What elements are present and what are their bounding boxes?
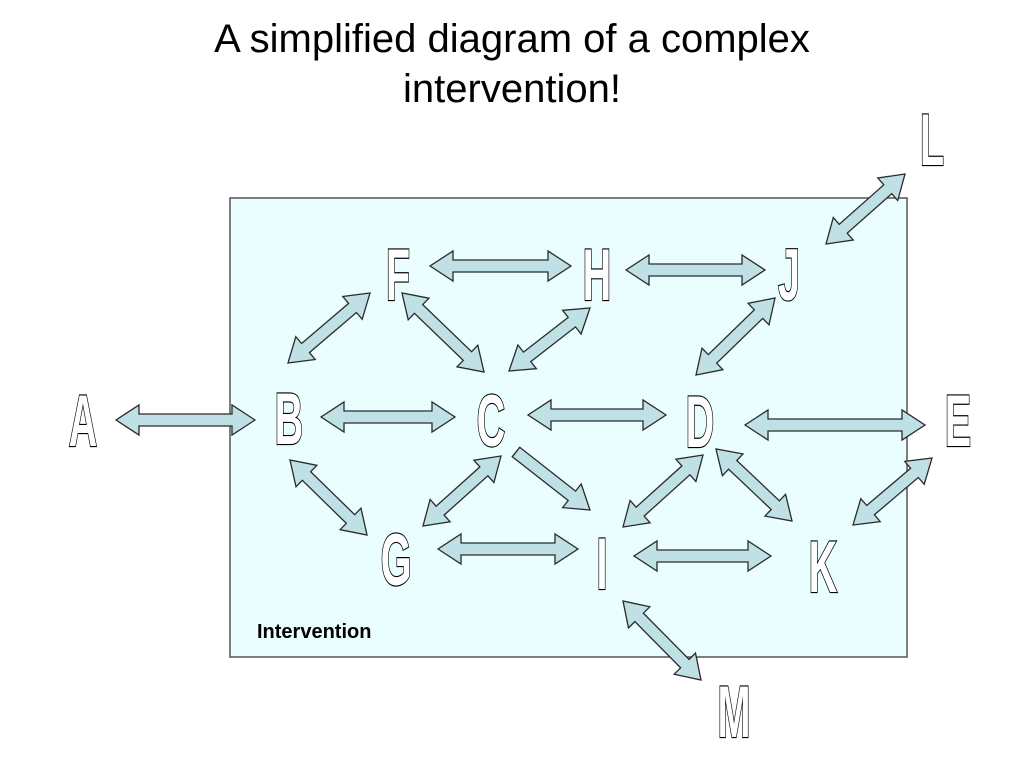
node-f: F [386,233,410,316]
arrow-g-i [436,532,580,566]
arrow-a-b [114,403,257,437]
arrows-layer [114,173,933,681]
arrow-c-d [526,398,668,432]
arrow-c-i [511,446,591,511]
node-b: B [275,377,304,460]
node-l: L [920,98,944,181]
intervention-box-label: Intervention [257,621,371,643]
arrow-i-m [622,600,702,681]
node-m: M [717,670,750,753]
arrow-d-e [743,408,927,442]
arrow-f-h [428,249,573,283]
node-c: C [477,379,506,462]
arrow-i-k [632,539,773,573]
arrow-c-g [422,455,502,527]
node-d: D [686,380,715,463]
arrow-c-h [508,307,591,372]
arrow-f-c [401,292,485,373]
page-title: A simplified diagram of a complex interv… [214,17,810,111]
arrow-h-j [624,253,767,287]
arrow-d-k [715,448,793,522]
node-k: K [809,525,838,608]
node-a: A [69,379,98,462]
node-i: I [596,522,607,605]
node-g: G [381,518,412,601]
arrow-e-k [852,457,933,526]
nodes-layer: A B C D E F G H I J K L M [68,97,972,754]
arrow-b-f [287,292,371,364]
arrow-b-c [319,400,457,434]
arrow-d-i [622,454,704,528]
node-h: H [583,233,612,316]
node-e: E [945,379,971,462]
arrow-d-j [695,297,776,376]
arrow-j-l [825,173,906,245]
node-j: J [778,233,800,316]
arrow-b-g [289,459,368,536]
